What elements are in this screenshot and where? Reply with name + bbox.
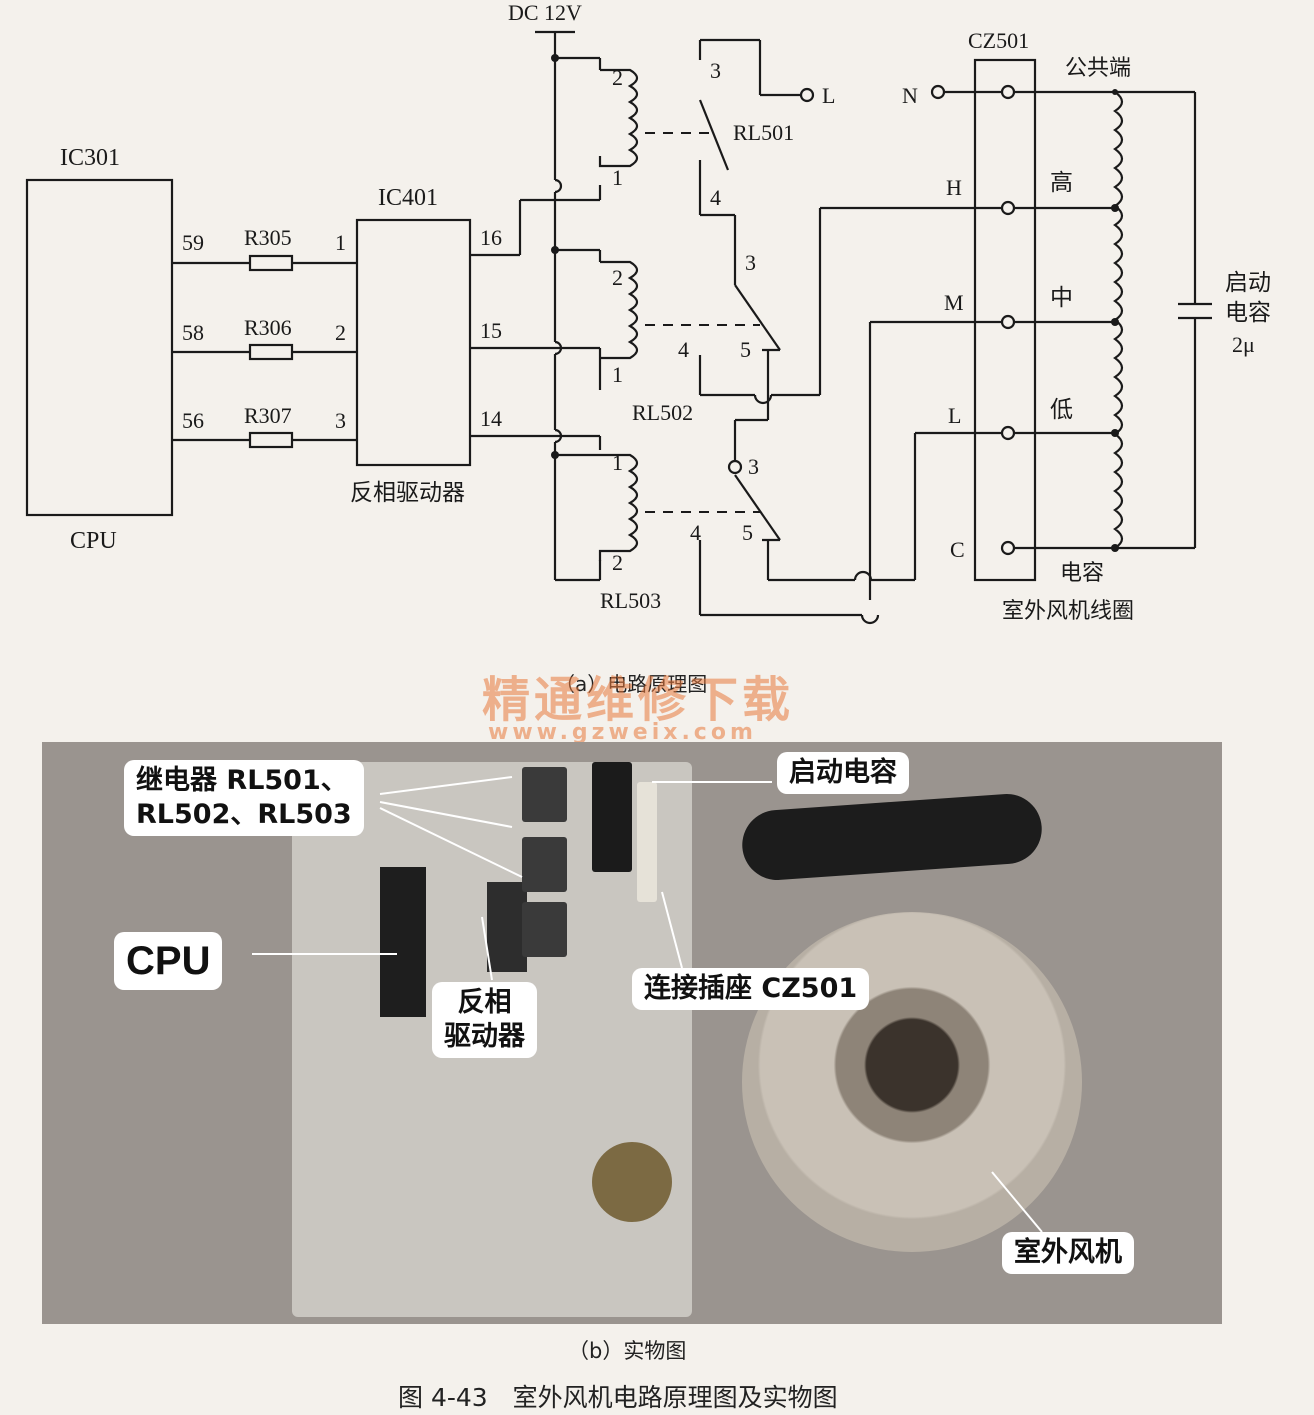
capacitor-label: 电容 <box>1225 300 1271 325</box>
common-terminal-label: 公共端 <box>1065 55 1131 80</box>
driver-callout-line2: 驱动器 <box>444 1020 525 1052</box>
caption-a: （a）电路原理图 <box>555 672 708 696</box>
socket-callout: 连接插座 CZ501 <box>632 968 870 1010</box>
relay-callout: 继电器 RL501、 RL502、RL503 <box>124 760 364 836</box>
ic401-pin: 1 <box>335 230 346 255</box>
cz501-label: CZ501 <box>968 28 1029 53</box>
cz-pin-label: L <box>948 403 961 428</box>
cpu-chip <box>380 867 426 1017</box>
cpu-pin: 56 <box>182 408 204 433</box>
coil-pin: 1 <box>612 450 623 475</box>
switch-pin: 3 <box>710 58 721 83</box>
driver-chip <box>487 882 527 972</box>
capacitor-end-label: 电容 <box>1060 560 1104 585</box>
coil-pin: 2 <box>612 265 623 290</box>
resistor-label: R307 <box>244 403 292 428</box>
live-terminal-label: L <box>822 83 835 108</box>
resistor-label: R306 <box>244 315 292 340</box>
cpu-pin: 58 <box>182 320 204 345</box>
ic401-label: IC401 <box>378 185 438 211</box>
switch-pin: 3 <box>748 454 759 479</box>
driver-callout: 反相 驱动器 <box>432 982 537 1058</box>
ic401-pin: 3 <box>335 408 346 433</box>
relay-label-rl502: RL502 <box>632 400 693 425</box>
watermark-title: 精通维修下载 <box>482 672 795 728</box>
cz501-socket <box>637 782 657 902</box>
start-capacitor <box>592 762 632 872</box>
callout-arrows <box>252 776 1043 1233</box>
cpu-pin: 59 <box>182 230 204 255</box>
figure-caption: 图 4-43 室外风机电路原理图及实物图 <box>398 1383 838 1412</box>
ic401-desc: 反相驱动器 <box>350 480 465 505</box>
watermark-url: www.gzweix.com <box>488 720 757 745</box>
caption-b: （b）实物图 <box>568 1339 687 1363</box>
ic301-label: IC301 <box>60 145 120 171</box>
cz-pin-label: H <box>946 175 962 200</box>
ic401-box <box>355 218 472 467</box>
fan-callout: 室外风机 <box>1002 1232 1134 1274</box>
cpu-callout: CPU <box>114 932 223 990</box>
neutral-terminal-label: N <box>902 83 918 108</box>
coil-pin: 1 <box>612 362 623 387</box>
resistor-r305 <box>248 254 294 272</box>
relay-callout-line2: RL502、RL503 <box>136 798 352 830</box>
fan-coil-label: 室外风机线圈 <box>1002 598 1134 623</box>
cz-pin-label: C <box>950 537 965 562</box>
resistor-label: R305 <box>244 225 292 250</box>
cpu-label: CPU <box>70 528 117 554</box>
speed-low-label: 低 <box>1050 397 1073 422</box>
speed-high-label: 高 <box>1050 170 1073 195</box>
switch-pin: 4 <box>690 520 701 545</box>
capacitor-value: 2μ <box>1232 332 1255 357</box>
switch-pin: 5 <box>740 337 751 362</box>
relay-label-rl503: RL503 <box>600 588 661 613</box>
relay-rl502 <box>522 837 567 892</box>
cz-pin-label: M <box>944 290 964 315</box>
coil-pin: 2 <box>612 65 623 90</box>
ic401-pin: 15 <box>480 318 502 343</box>
relay-rl501 <box>522 767 567 822</box>
resistor-r306 <box>248 343 294 361</box>
switch-pin: 5 <box>742 520 753 545</box>
relay-rl503 <box>522 902 567 957</box>
dc-supply-label: DC 12V <box>508 0 582 25</box>
capacitor-label: 启动 <box>1225 270 1271 295</box>
switch-pin: 4 <box>710 185 721 210</box>
start-capacitor-callout: 启动电容 <box>777 752 909 794</box>
speed-mid-label: 中 <box>1050 285 1073 310</box>
ic401-pin: 2 <box>335 320 346 345</box>
ic401-pin: 16 <box>480 225 502 250</box>
circuit-schematic: IC301 CPU 59 58 56 R305 R306 R307 1 2 3 … <box>25 0 1271 625</box>
photo-panel: 继电器 RL501、 RL502、RL503 启动电容 CPU 反相 驱动器 连… <box>42 742 1222 1324</box>
ic301-box <box>25 178 174 517</box>
switch-pin: 4 <box>678 337 689 362</box>
driver-callout-line1: 反相 <box>457 987 512 1018</box>
relay-callout-line1: 继电器 RL501、 <box>136 765 348 796</box>
connector-cz501 <box>973 58 1037 582</box>
ic401-pin: 14 <box>480 406 502 431</box>
inductor <box>592 1142 672 1222</box>
resistor-r307 <box>248 431 294 449</box>
coil-pin: 1 <box>612 165 623 190</box>
coil-pin: 2 <box>612 550 623 575</box>
switch-pin: 3 <box>745 250 756 275</box>
relay-label-rl501: RL501 <box>733 120 794 145</box>
